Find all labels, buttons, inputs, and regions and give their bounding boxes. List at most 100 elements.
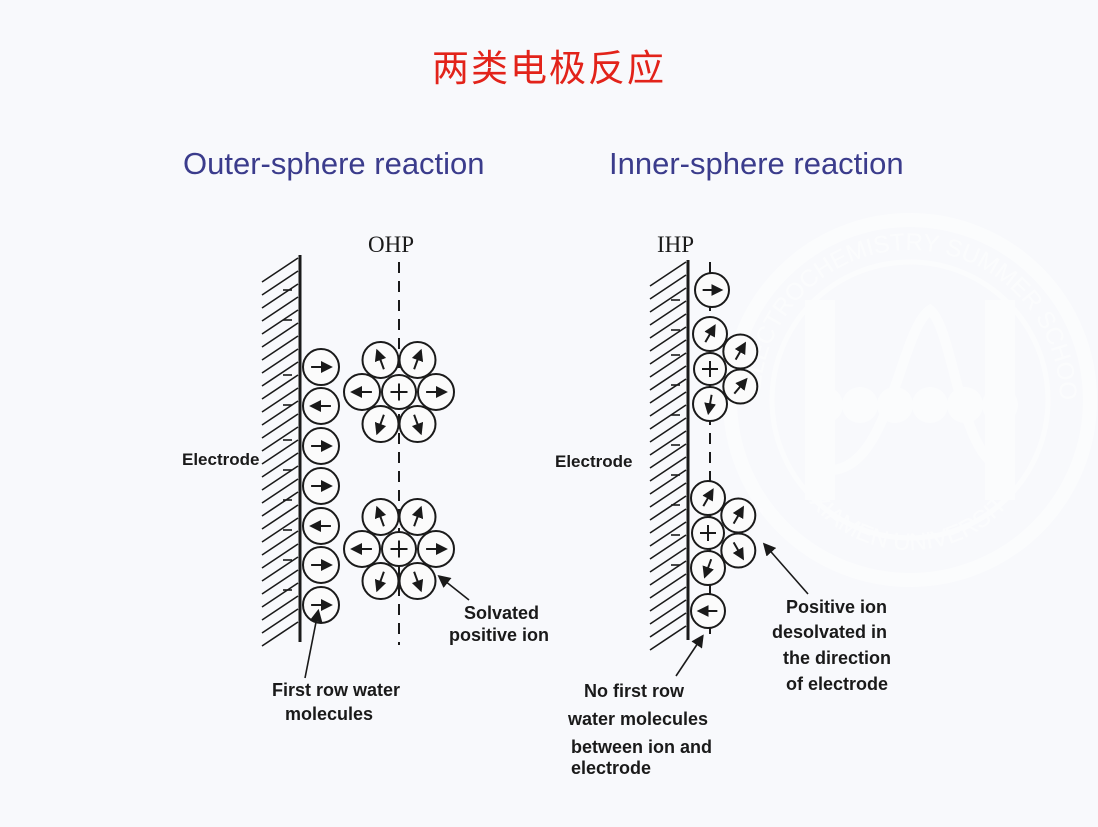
hatch-line bbox=[649, 378, 687, 404]
hatch-line bbox=[649, 547, 687, 573]
inner-sphere-diagram: IHP Electrode Positive ion desolvated in… bbox=[555, 232, 891, 778]
hatch-line bbox=[649, 625, 687, 651]
water-molecule bbox=[398, 497, 437, 536]
hatch-line bbox=[261, 608, 299, 634]
positive-ion bbox=[381, 374, 417, 410]
hatch-line bbox=[649, 417, 687, 443]
hatch-line bbox=[649, 573, 687, 599]
hatch-line bbox=[261, 426, 299, 452]
hatch-line bbox=[649, 430, 687, 456]
hatch-line bbox=[261, 283, 299, 309]
positive-ion bbox=[691, 516, 725, 550]
water-molecule bbox=[720, 532, 757, 569]
water-molecule bbox=[361, 405, 400, 444]
outer-solvated-ion-lower bbox=[343, 497, 455, 601]
hatch-line bbox=[261, 400, 299, 426]
water-molecule bbox=[302, 507, 340, 545]
hatch-line bbox=[261, 491, 299, 517]
water-molecule bbox=[343, 530, 381, 568]
water-molecule bbox=[302, 586, 340, 624]
hatch-line bbox=[261, 257, 299, 283]
hatch-line bbox=[261, 465, 299, 491]
hatch-line bbox=[649, 599, 687, 625]
outer-water-arrow bbox=[304, 608, 323, 679]
positive-ion bbox=[381, 531, 417, 567]
water-molecule bbox=[343, 373, 381, 411]
hatch-line bbox=[261, 439, 299, 465]
hatch-line bbox=[649, 560, 687, 586]
hatch-line bbox=[261, 569, 299, 595]
outer-electrode-surface bbox=[261, 255, 302, 647]
hatch-line bbox=[649, 391, 687, 417]
hatch-line bbox=[649, 521, 687, 547]
water-molecule bbox=[302, 348, 340, 386]
hatch-line bbox=[261, 517, 299, 543]
hatch-line bbox=[649, 612, 687, 638]
hatch-line bbox=[261, 322, 299, 348]
hatch-line bbox=[649, 482, 687, 508]
water-molecule bbox=[722, 368, 759, 405]
hatch-line bbox=[261, 530, 299, 556]
university-watermark-logo: ELECTROCHEMISTRY SUMMER SCHOOL 2020 XIAM… bbox=[0, 0, 1090, 580]
water-molecule bbox=[398, 562, 437, 601]
water-molecule bbox=[361, 497, 400, 536]
inner-water-label-line1: No first row bbox=[584, 681, 685, 701]
water-molecule bbox=[302, 546, 340, 584]
hatch-line bbox=[649, 313, 687, 339]
inner-ion-label-line4: of electrode bbox=[786, 674, 888, 694]
inner-ion-arrow bbox=[762, 542, 809, 595]
hatch-line bbox=[649, 404, 687, 430]
ohp-label: OHP bbox=[368, 232, 414, 257]
inner-ion-label-line1: Positive ion bbox=[786, 597, 887, 617]
water-molecule bbox=[690, 480, 726, 516]
hatch-line bbox=[649, 352, 687, 378]
hatch-line bbox=[649, 261, 687, 287]
hatch-line bbox=[261, 270, 299, 296]
inner-water-label-line3: between ion and bbox=[571, 737, 712, 757]
outer-water-label-line1: First row water bbox=[272, 680, 400, 700]
water-molecule bbox=[417, 530, 455, 568]
outer-sphere-heading: Outer-sphere reaction bbox=[183, 146, 485, 181]
outer-electrode-label: Electrode bbox=[182, 450, 259, 469]
hatch-line bbox=[649, 326, 687, 352]
water-molecule bbox=[398, 340, 437, 379]
hatch-line bbox=[649, 508, 687, 534]
hatch-line bbox=[261, 595, 299, 621]
hatch-line bbox=[261, 556, 299, 582]
inner-electrode-surface bbox=[649, 260, 690, 651]
watermark-arc-text: ELECTROCHEMISTRY SUMMER SCHOOL 2020 bbox=[0, 0, 1081, 401]
positive-ion bbox=[693, 352, 727, 386]
hatch-line bbox=[649, 300, 687, 326]
ihp-label: IHP bbox=[657, 232, 694, 257]
hatch-line bbox=[261, 452, 299, 478]
hatch-line bbox=[261, 374, 299, 400]
inner-sphere-heading: Inner-sphere reaction bbox=[609, 146, 904, 181]
hatch-line bbox=[261, 413, 299, 439]
outer-first-row-water bbox=[302, 348, 340, 624]
hatch-line bbox=[261, 582, 299, 608]
hatch-line bbox=[261, 504, 299, 530]
hatch-line bbox=[649, 287, 687, 313]
hatch-line bbox=[261, 348, 299, 374]
hatch-line bbox=[261, 621, 299, 647]
water-molecule bbox=[361, 340, 400, 379]
hatch-line bbox=[261, 296, 299, 322]
hatch-line bbox=[261, 335, 299, 361]
inner-desolvated-ion-lower bbox=[690, 480, 757, 629]
inner-water-arrow bbox=[675, 634, 704, 677]
hatch-line bbox=[649, 495, 687, 521]
water-molecule bbox=[694, 272, 730, 308]
water-molecule bbox=[302, 467, 340, 505]
inner-electrode-label: Electrode bbox=[555, 452, 632, 471]
inner-ion-label-line3: the direction bbox=[783, 648, 891, 668]
inner-water-label-line2: water molecules bbox=[567, 709, 708, 729]
water-molecule bbox=[302, 427, 340, 465]
hatch-line bbox=[649, 534, 687, 560]
outer-water-label-line2: molecules bbox=[285, 704, 373, 724]
hatch-line bbox=[649, 456, 687, 482]
hatch-line bbox=[261, 543, 299, 569]
hatch-line bbox=[261, 309, 299, 335]
inner-water-label-line4: electrode bbox=[571, 758, 651, 778]
